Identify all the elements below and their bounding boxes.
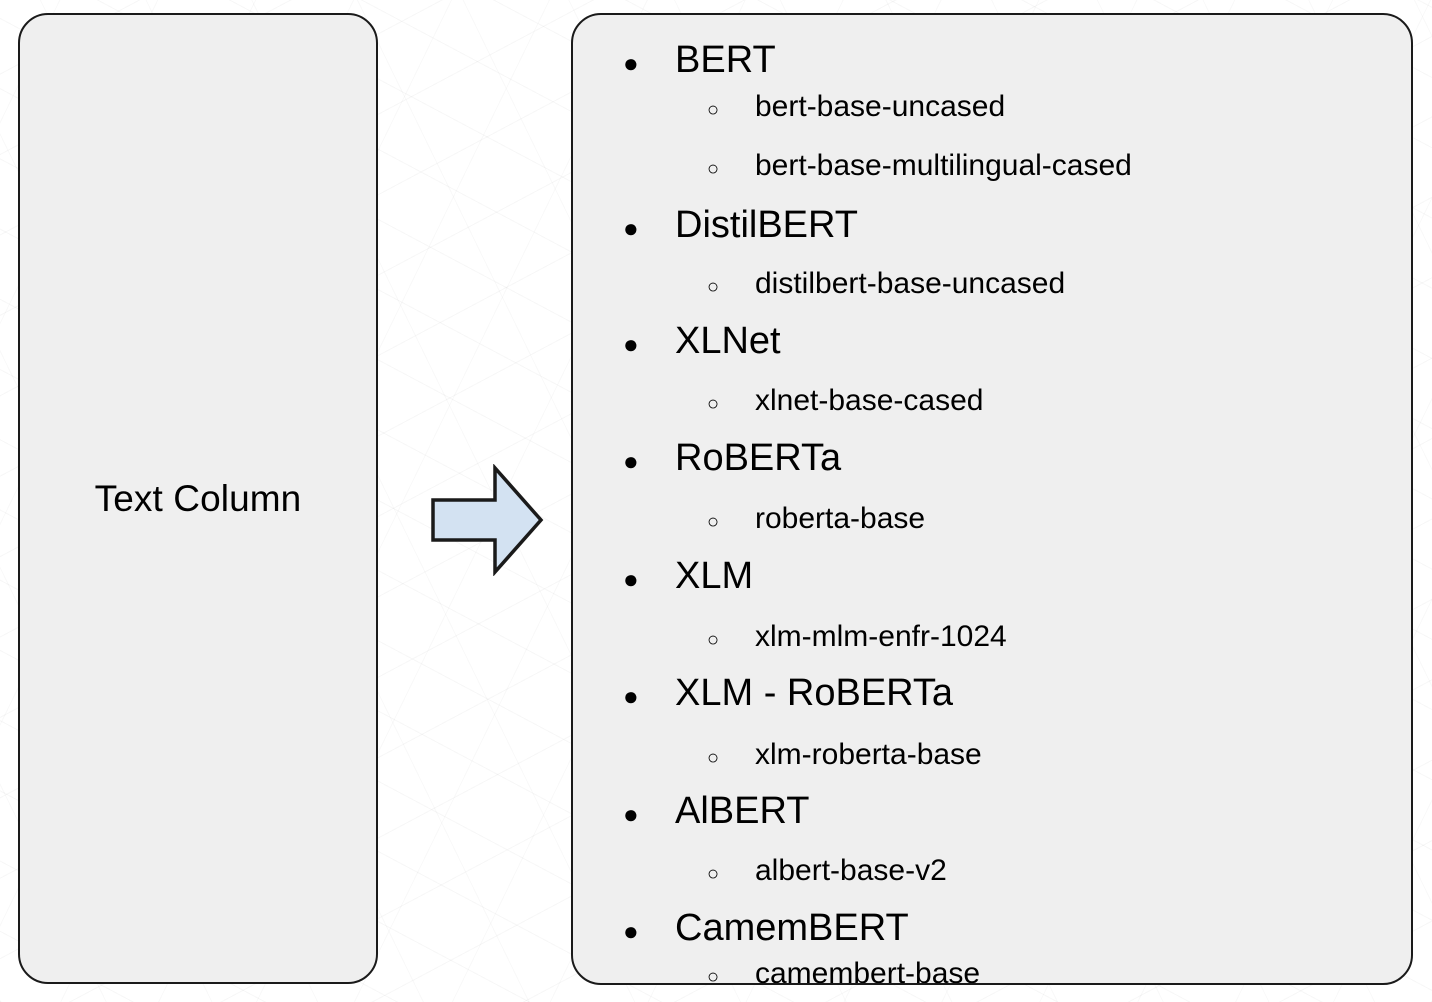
bullet-circle-icon: ○ [707, 99, 720, 121]
list-item-label: xlm-roberta-base [755, 738, 982, 771]
list-item: ● CamemBERT [573, 909, 909, 950]
bullet-circle-icon: ○ [707, 629, 720, 651]
list-item: ● XLM [573, 557, 753, 598]
list-item: ● DistilBERT [573, 206, 858, 247]
list-item: ○ bert-base-multilingual-cased [573, 151, 1132, 184]
list-item-label: XLM - RoBERTa [675, 672, 954, 714]
list-item-label: camembert-base [755, 957, 981, 985]
bullet-disc-icon: ● [623, 916, 639, 946]
bullet-disc-icon: ● [623, 681, 639, 711]
list-item-label: bert-base-multilingual-cased [755, 149, 1132, 182]
list-item: ○ distilbert-base-uncased [573, 269, 1065, 302]
list-item: ● XLM - RoBERTa [573, 674, 953, 715]
bullet-disc-icon: ● [623, 213, 639, 243]
list-item-label: albert-base-v2 [755, 854, 947, 887]
bullet-circle-icon: ○ [707, 966, 720, 985]
list-item-label: bert-base-uncased [755, 90, 1006, 123]
list-item-label: xlnet-base-cased [755, 384, 984, 417]
bullet-disc-icon: ● [623, 446, 639, 476]
list-item-label: AlBERT [675, 790, 810, 832]
list-item: ○ xlm-mlm-enfr-1024 [573, 622, 1007, 655]
bullet-circle-icon: ○ [707, 393, 720, 415]
list-item-label: BERT [675, 39, 776, 81]
bullet-circle-icon: ○ [707, 511, 720, 533]
list-item: ○ xlnet-base-cased [573, 386, 983, 419]
list-item-label: CamemBERT [675, 907, 909, 949]
list-item: ● BERT [573, 41, 776, 82]
list-item-label: XLNet [675, 320, 781, 362]
text-column-label: Text Column [94, 477, 302, 519]
bullet-circle-icon: ○ [707, 747, 720, 769]
models-box: ● BERT ○ bert-base-uncased ○ bert-base-multil… [571, 13, 1413, 985]
list-item: ○ xlm-roberta-base [573, 740, 982, 773]
model-list: ● BERT ○ bert-base-uncased ○ bert-base-multil… [573, 15, 1411, 983]
list-item: ○ camembert-base [573, 957, 981, 985]
list-item-label: XLM [675, 555, 754, 597]
list-item-label: distilbert-base-uncased [755, 267, 1066, 300]
bullet-circle-icon: ○ [707, 863, 720, 885]
list-item: ● XLNet [573, 322, 781, 363]
text-column-box: Text Column [18, 13, 378, 984]
list-item-label: DistilBERT [675, 204, 858, 246]
list-item: ○ bert-base-uncased [573, 92, 1005, 125]
bullet-circle-icon: ○ [707, 276, 720, 298]
bullet-disc-icon: ● [623, 329, 639, 359]
list-item: ○ albert-base-v2 [573, 856, 947, 889]
arrow-right-icon [431, 464, 544, 576]
bullet-disc-icon: ● [623, 799, 639, 829]
list-item: ● RoBERTa [573, 439, 841, 480]
list-item-label: roberta-base [755, 502, 926, 535]
bullet-circle-icon: ○ [707, 158, 720, 180]
list-item-label: xlm-mlm-enfr-1024 [755, 620, 1007, 653]
list-item-label: RoBERTa [675, 437, 842, 479]
list-item: ● AlBERT [573, 792, 809, 833]
bullet-disc-icon: ● [623, 564, 639, 594]
list-item: ○ roberta-base [573, 504, 925, 537]
bullet-disc-icon: ● [623, 48, 639, 78]
